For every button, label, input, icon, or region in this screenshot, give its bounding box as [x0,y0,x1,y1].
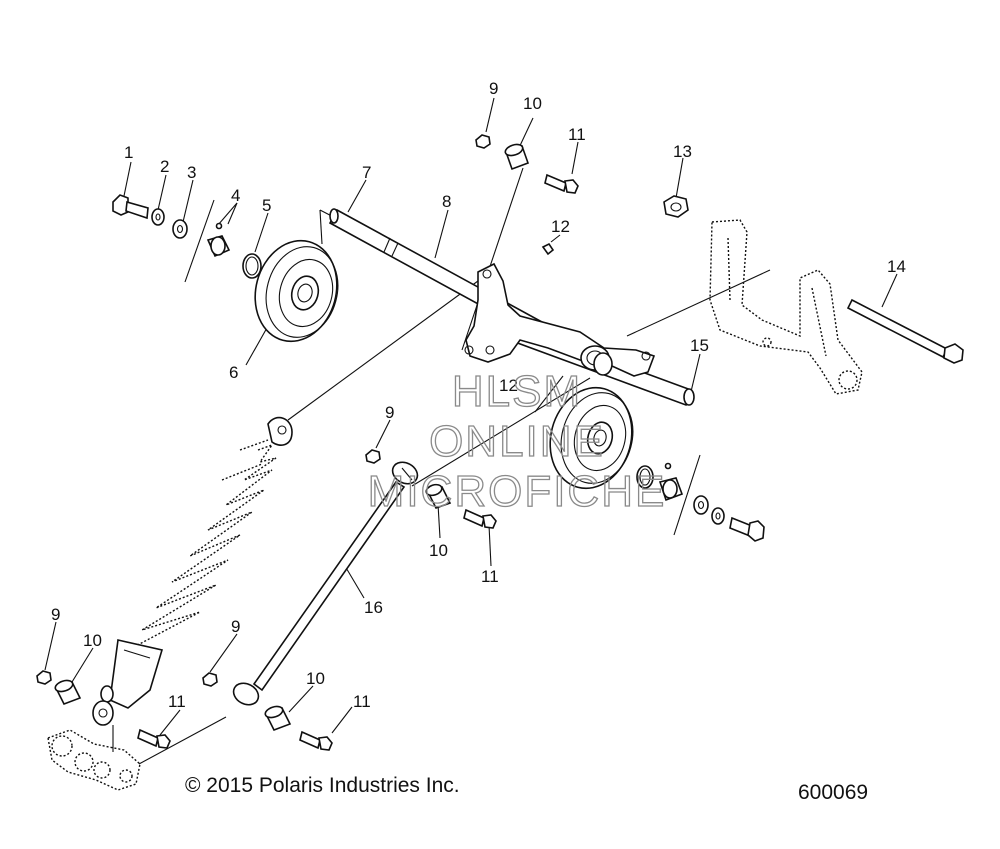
callout-15: 15 [690,336,709,355]
grease-fitting-12 [541,242,555,256]
washer-right-b [711,507,725,525]
callout-10-mid: 10 [429,541,448,560]
callout-14: 14 [887,257,906,276]
bushing-10-mid [425,483,452,509]
bolt-11-lowright [299,730,333,751]
callout-12-top: 12 [551,217,570,236]
bushing-10-lowright [264,705,292,732]
callout-5: 5 [262,196,271,215]
callout-11-top: 11 [568,125,586,144]
lower-hardware-group [36,670,333,751]
callout-9-mid: 9 [385,403,394,422]
bushing-10-top [504,143,530,171]
watermark-line-3: MICROFICHE [368,467,667,516]
top-hardware-group [475,134,579,256]
callout-11-lowleft: 11 [168,692,186,711]
watermark-line-1: HLSM [452,367,582,416]
idler-wheel-right [549,386,634,490]
washer-right-a [693,495,709,515]
callout-9-lowleft: 9 [51,605,60,624]
callout-13: 13 [673,142,692,161]
adjuster-cam-left [206,222,231,258]
callout-1: 1 [124,143,133,162]
callout-4: 4 [231,186,240,205]
callout-labels: 1 2 3 4 5 6 7 8 9 10 11 12 13 14 15 12 9… [51,79,906,711]
washer-3 [172,219,188,239]
callout-8: 8 [442,192,451,211]
copyright-text: © 2015 Polaris Industries Inc. [185,774,460,797]
callout-9-lowmid: 9 [231,617,240,636]
shock-absorber [92,416,293,726]
rail-bracket-assembly [709,219,863,395]
left-hardware-group [112,194,262,279]
callout-10-lowright: 10 [306,669,325,688]
callout-10-top: 10 [523,94,542,113]
right-hardware-group [636,462,765,542]
nut-9-top [475,134,491,149]
nut-9-mid [365,449,381,464]
callout-16: 16 [364,598,383,617]
callout-11-mid: 11 [481,567,499,586]
middle-hardware-group [365,449,497,529]
watermark: HLSM ONLINE MICROFICHE [367,366,667,516]
bolt-14 [846,298,964,364]
callout-7: 7 [362,163,371,182]
watermark-line-2: ONLINE [429,417,605,466]
callout-9-top: 9 [489,79,498,98]
link-rod [232,461,419,706]
callout-3: 3 [187,163,196,182]
callout-11-lowright: 11 [353,692,371,711]
nut-9-lowmid [202,672,218,687]
callout-12-mid: 12 [499,376,518,395]
idler-wheel-left [254,239,339,343]
bolt-11-mid [463,508,497,529]
bolt-right [729,516,765,542]
nut-9-lowleft [36,670,52,685]
bolt-11-top [544,173,579,194]
leader-lines [44,97,898,765]
callout-6: 6 [229,363,238,382]
rocker-arm [464,262,656,377]
callout-2: 2 [160,157,169,176]
lower-shock-mount [47,729,141,791]
bolt-left [112,194,149,220]
callout-10-lowleft: 10 [83,631,102,650]
adjuster-cam-right [658,462,684,502]
diagram-code: 600069 [798,781,868,804]
nut-13 [663,195,689,218]
bolt-11-lowleft [137,728,171,749]
washer-2 [151,208,165,226]
bushing-10-lowleft [54,679,82,706]
